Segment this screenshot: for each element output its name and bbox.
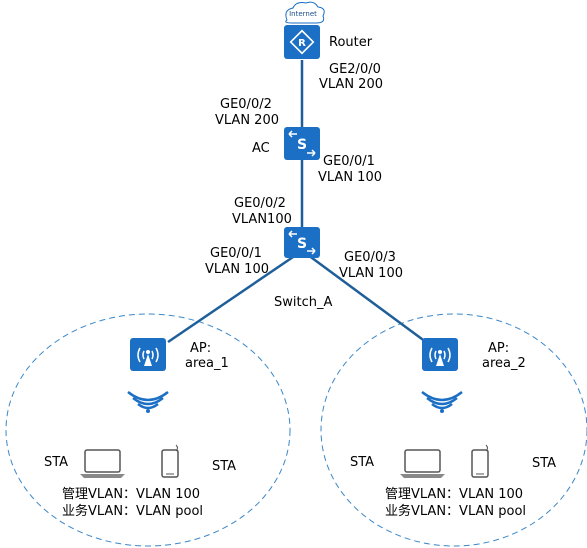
ap-area1-icon [130, 338, 166, 371]
area-1-boundary [5, 313, 291, 547]
internet-cloud: Internet [285, 1, 325, 24]
switch-a-left-port-vlan: VLAN 100 [205, 262, 269, 277]
ap-area2-line2: area_2 [482, 356, 526, 371]
switch-a-right-port-name: GE0/0/3 [344, 250, 396, 265]
laptop-icon [400, 449, 445, 478]
ac-label: AC [252, 141, 270, 156]
area1-mgmt-vlan: 管理VLAN：VLAN 100 [62, 487, 200, 502]
switch-a-left-port-name: GE0/0/1 [210, 246, 262, 261]
ap-area1-line2: area_1 [185, 356, 229, 371]
smartphone-icon [471, 444, 489, 478]
switch-a-up-port-name: GE0/0/2 [234, 196, 286, 211]
sta-label: STA [212, 459, 236, 474]
area-2-boundary [320, 313, 587, 547]
wifi-signal-icon [421, 391, 463, 413]
switch-a-icon: S [284, 227, 320, 258]
sta-label: STA [44, 455, 68, 470]
smartphone-icon [161, 444, 179, 478]
sta-label: STA [532, 456, 556, 471]
switch-a-label: Switch_A [274, 295, 332, 310]
wifi-signal-icon [127, 391, 169, 413]
link-switch-ap2 [307, 253, 427, 344]
sta-label: STA [350, 455, 374, 470]
ac-down-port-vlan: VLAN 100 [318, 170, 382, 185]
router-icon: R [284, 25, 320, 59]
area2-mgmt-vlan: 管理VLAN：VLAN 100 [385, 487, 523, 502]
switch-a-up-port-vlan: VLAN100 [232, 212, 292, 227]
ap-area2-icon [422, 338, 458, 371]
ac-up-port-vlan: VLAN 200 [215, 113, 279, 128]
switch-a-right-port-vlan: VLAN 100 [339, 266, 403, 281]
ac-down-port-name: GE0/0/1 [323, 154, 375, 169]
internet-label: Internet [289, 10, 317, 18]
ap-area1-line1: AP: [190, 341, 211, 356]
router-port-vlan: VLAN 200 [319, 77, 383, 92]
svg-text:S: S [297, 137, 307, 153]
ac-switch-icon: S [284, 127, 320, 160]
ac-up-port-name: GE0/0/2 [220, 97, 272, 112]
link-switch-ap1 [167, 253, 297, 344]
area2-service-vlan: 业务VLAN：VLAN pool [385, 503, 526, 519]
router-label: Router [329, 35, 373, 50]
svg-text:R: R [298, 38, 306, 49]
laptop-icon [80, 449, 125, 478]
router-port-name: GE2/0/0 [329, 62, 381, 77]
area1-service-vlan: 业务VLAN：VLAN pool [62, 503, 203, 519]
svg-text:S: S [297, 236, 307, 252]
ap-area2-line1: AP: [488, 341, 509, 356]
